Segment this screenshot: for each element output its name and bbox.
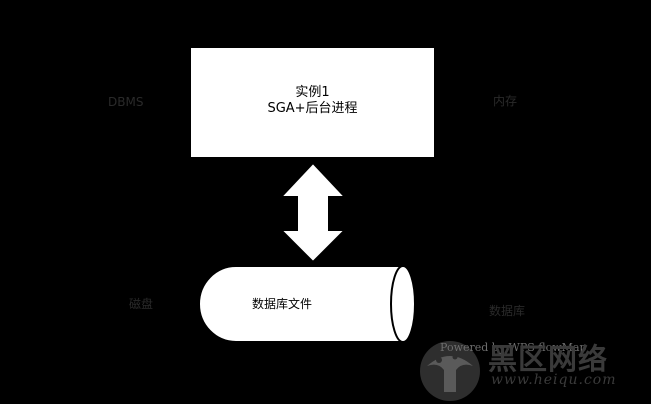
cylinder-end (390, 265, 416, 343)
double-arrow (278, 161, 348, 264)
heiqu-logo-icon (420, 341, 480, 401)
dbms-label: DBMS (108, 95, 144, 109)
instance-box-text: 实例1 SGA+后台进程 (190, 85, 435, 117)
watermark-url: www.heiqu.com (491, 372, 617, 388)
disk-label: 磁盘 (129, 297, 154, 311)
watermark-brand: 黑区网络 (488, 342, 609, 376)
memory-label: 内存 (493, 94, 518, 108)
powered-by-text: Powered by WPS flowMap (440, 341, 587, 354)
instance-title: 实例1 (295, 85, 330, 100)
instance-box (189, 46, 436, 159)
instance-subtitle: SGA+后台进程 (267, 101, 358, 116)
database-file-label: 数据库文件 (252, 297, 313, 311)
database-label: 数据库 (489, 304, 526, 318)
